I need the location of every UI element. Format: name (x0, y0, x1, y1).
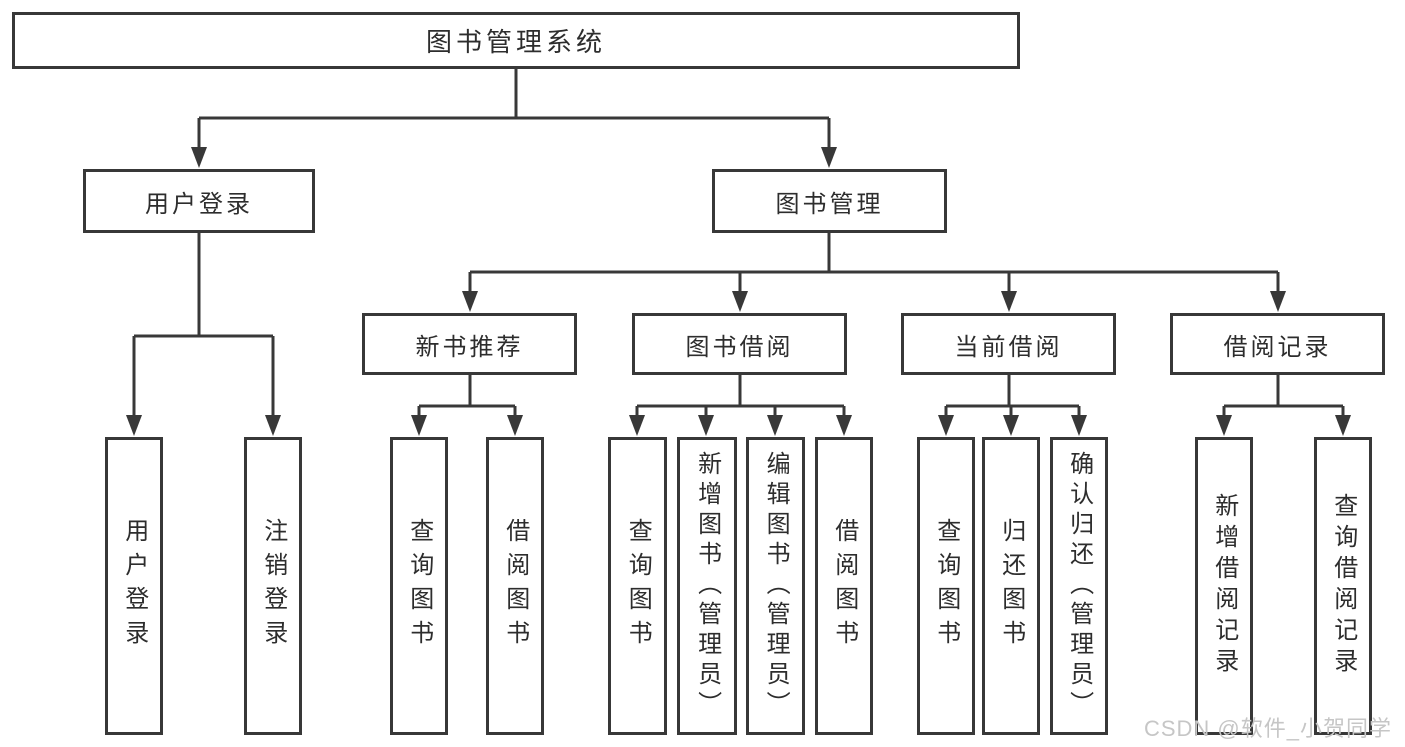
node-label: 查询图书 (405, 518, 433, 654)
node-label: 图书管理 (775, 190, 884, 218)
node-library-management-system: 图书管理系统 (12, 12, 1020, 69)
node-book-management-branch: 图书管理 (712, 169, 947, 233)
node-label: 查询借阅记录 (1329, 493, 1357, 679)
node-label: 图书借阅 (685, 333, 794, 361)
leaf-borrow-books-1: 借阅图书 (486, 437, 544, 735)
node-current-borrowing: 当前借阅 (901, 313, 1116, 375)
leaf-return-books: 归还图书 (982, 437, 1040, 735)
leaf-user-login: 用户登录 (105, 437, 163, 735)
node-label: 新书推荐 (415, 333, 524, 361)
node-label: 归还图书 (997, 518, 1025, 654)
node-label: 编辑图书（管理员） (762, 451, 790, 721)
node-label: 新增图书（管理员） (693, 451, 721, 721)
csdn-watermark: CSDN @软件_小贺同学 (1143, 716, 1392, 741)
leaf-query-books-3: 查询图书 (917, 437, 975, 735)
leaf-edit-books-admin: 编辑图书（管理员） (746, 437, 805, 735)
leaf-query-borrow-record: 查询借阅记录 (1314, 437, 1372, 735)
leaf-borrow-books-2: 借阅图书 (815, 437, 873, 735)
node-label: 图书管理系统 (425, 27, 606, 57)
leaf-add-borrow-record: 新增借阅记录 (1195, 437, 1253, 735)
node-new-book-recommendation: 新书推荐 (362, 313, 577, 375)
node-label: 当前借阅 (954, 333, 1063, 361)
node-book-borrowing: 图书借阅 (632, 313, 847, 375)
leaf-logout: 注销登录 (244, 437, 302, 735)
node-label: 用户登录 (120, 518, 148, 654)
leaf-query-books-1: 查询图书 (390, 437, 448, 735)
node-label: 查询图书 (932, 518, 960, 654)
node-label: 借阅图书 (501, 518, 529, 654)
node-user-login-branch: 用户登录 (83, 169, 315, 233)
leaf-add-books-admin: 新增图书（管理员） (677, 437, 737, 735)
node-borrowing-records: 借阅记录 (1170, 313, 1385, 375)
node-label: 确认归还（管理员） (1065, 451, 1093, 721)
node-label: 新增借阅记录 (1210, 493, 1238, 679)
leaf-query-books-2: 查询图书 (608, 437, 667, 735)
node-label: 用户登录 (145, 190, 253, 218)
node-label: 借阅记录 (1223, 333, 1332, 361)
leaf-confirm-return-admin: 确认归还（管理员） (1050, 437, 1108, 735)
node-label: 借阅图书 (830, 518, 858, 654)
node-label: 注销登录 (259, 518, 287, 654)
node-label: 查询图书 (624, 518, 652, 654)
